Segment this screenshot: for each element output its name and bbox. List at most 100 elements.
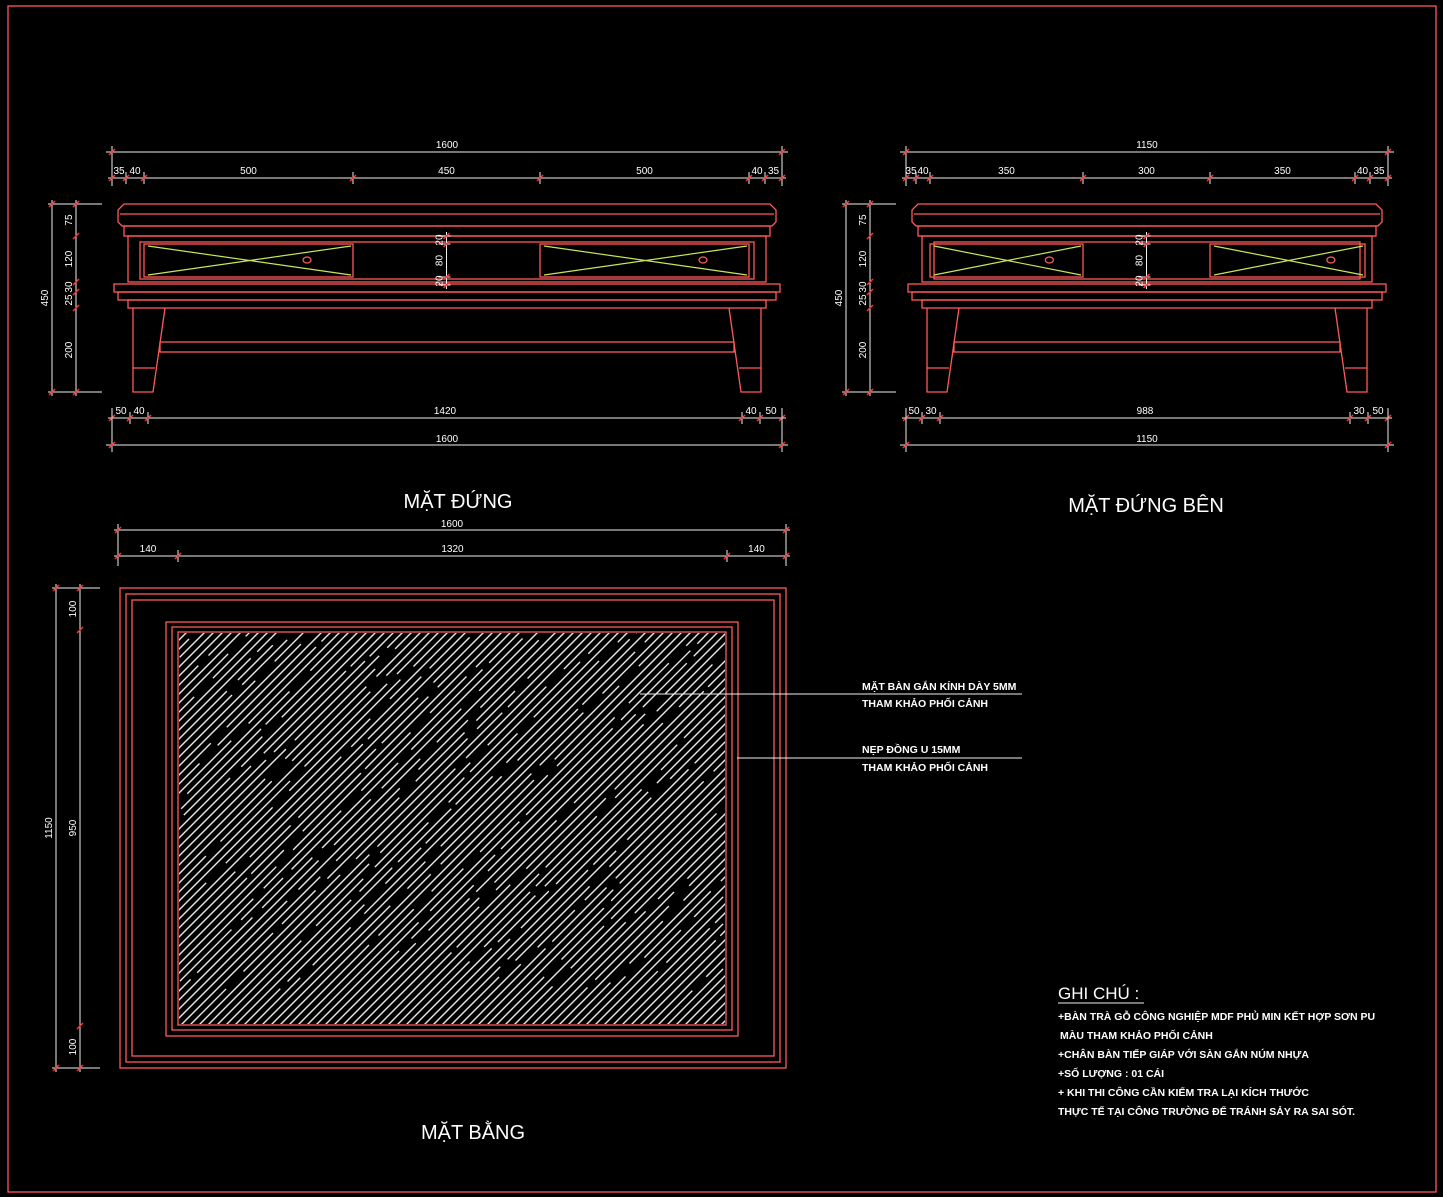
hatch-line (669, 723, 725, 780)
dimension-tick (912, 174, 920, 182)
hatch-line (975, 608, 1013, 646)
dimension-tick (902, 148, 910, 156)
hatch-line (179, 778, 266, 866)
dimension-label: 75 (64, 214, 75, 226)
hatch-line (693, 885, 725, 918)
hatch-line (479, 716, 616, 853)
hatch-line (179, 929, 232, 982)
dimension-tick (902, 174, 910, 182)
hatch-line (196, 917, 253, 974)
hatch-line (397, 891, 531, 1024)
hatch-line (242, 874, 341, 973)
hatch-line (352, 897, 480, 1024)
hatch-line (429, 675, 468, 714)
hatch-line (828, 605, 853, 630)
hatch-line (658, 990, 693, 1024)
hatch-line (581, 651, 636, 706)
hatch-line (111, 605, 187, 681)
dimension-label: 140 (748, 544, 765, 555)
dimension-label: 988 (1137, 406, 1154, 417)
hatch-line (179, 643, 302, 767)
hatch-line (495, 722, 664, 891)
hatch-line (235, 867, 393, 1024)
hatch-line (0, 900, 18, 1025)
hatch-line (527, 633, 574, 679)
hatch-line (811, 741, 915, 845)
hatch-line (815, 708, 993, 886)
dimension-label: 40 (917, 166, 929, 177)
hatch-line (901, 630, 1080, 809)
hatch-line (394, 633, 412, 650)
dimension-tick (1142, 281, 1151, 289)
dimension-tick (842, 200, 850, 208)
hatch-line (640, 939, 725, 1024)
dimension-label: 1420 (434, 406, 457, 417)
hatch-line (92, 746, 127, 781)
hatch-line (425, 775, 494, 844)
dimension-tick (442, 281, 451, 289)
dimension-label: 450 (40, 289, 51, 306)
hatch-line (429, 821, 520, 912)
dimension-tick (1079, 174, 1087, 182)
dimension-tick (738, 414, 746, 422)
hatch-line (381, 696, 429, 744)
notes-heading: GHI CHÚ : (1058, 984, 1139, 1003)
callout-text: MẶT BÀN GẮN KÍNH DÀY 5MM (862, 680, 1017, 693)
hatch-line (0, 892, 98, 1025)
hatch-line (360, 668, 484, 792)
hatch-line (533, 633, 619, 718)
hatch-line (375, 633, 421, 678)
hatch-line (781, 775, 917, 911)
hatch-line (226, 633, 322, 728)
hatch-line (179, 633, 241, 695)
dimension-label: 500 (636, 166, 653, 177)
hatch-line (0, 817, 20, 858)
hatch-line (48, 698, 148, 798)
hatch-line (179, 653, 229, 704)
hatch-line (915, 605, 970, 660)
hatch-line (48, 690, 93, 735)
hatch-line (241, 639, 288, 686)
dimension-tick (114, 526, 122, 534)
hatch-line (908, 605, 916, 613)
drawer-front (929, 243, 1084, 278)
dimension-label: 950 (68, 819, 79, 836)
hatch-line (0, 861, 93, 1025)
dimension-label: 25 (858, 294, 869, 306)
dimension-tick (72, 200, 80, 208)
hatch-line (816, 823, 887, 894)
table-frame (131, 599, 775, 1057)
hatch-line (657, 831, 725, 900)
hatch-line (1052, 660, 1096, 704)
hatch-line (283, 605, 295, 617)
dimension-label: 1150 (44, 817, 55, 839)
dimension-tick (918, 414, 926, 422)
dimension-label: 1150 (1136, 434, 1158, 445)
hatch-line (719, 930, 725, 937)
hatch-line (99, 832, 167, 900)
dimension-label: 1150 (1136, 140, 1158, 151)
hatch-line (796, 605, 862, 671)
hatch-line (1055, 605, 1114, 664)
hatch-line (615, 768, 725, 879)
dimension-tick (108, 174, 116, 182)
hatch-line (410, 605, 412, 607)
dimension-tick (442, 240, 451, 248)
hatch-line (306, 605, 322, 621)
hatch-line (24, 817, 91, 884)
hatch-line (475, 633, 511, 668)
hatch-line (55, 973, 107, 1025)
hatch-line (1115, 605, 1132, 622)
hatch-line (638, 633, 673, 667)
hatch-line (208, 633, 232, 656)
hatch-line (469, 947, 547, 1024)
dimension-label: 35 (905, 166, 917, 177)
dimension-label: 100 (68, 1038, 79, 1055)
notes-block: GHI CHÚ : +BÀN TRÀ GỖ CÔNG NGHIỆP MDF PH… (1058, 984, 1375, 1118)
hatch-line (431, 774, 549, 892)
hatch-line (922, 605, 997, 680)
dimension-label: 20 (1135, 234, 1146, 246)
dimension-tick (1364, 414, 1372, 422)
hatch-line (708, 605, 709, 606)
dimension-label: 450 (834, 289, 845, 306)
